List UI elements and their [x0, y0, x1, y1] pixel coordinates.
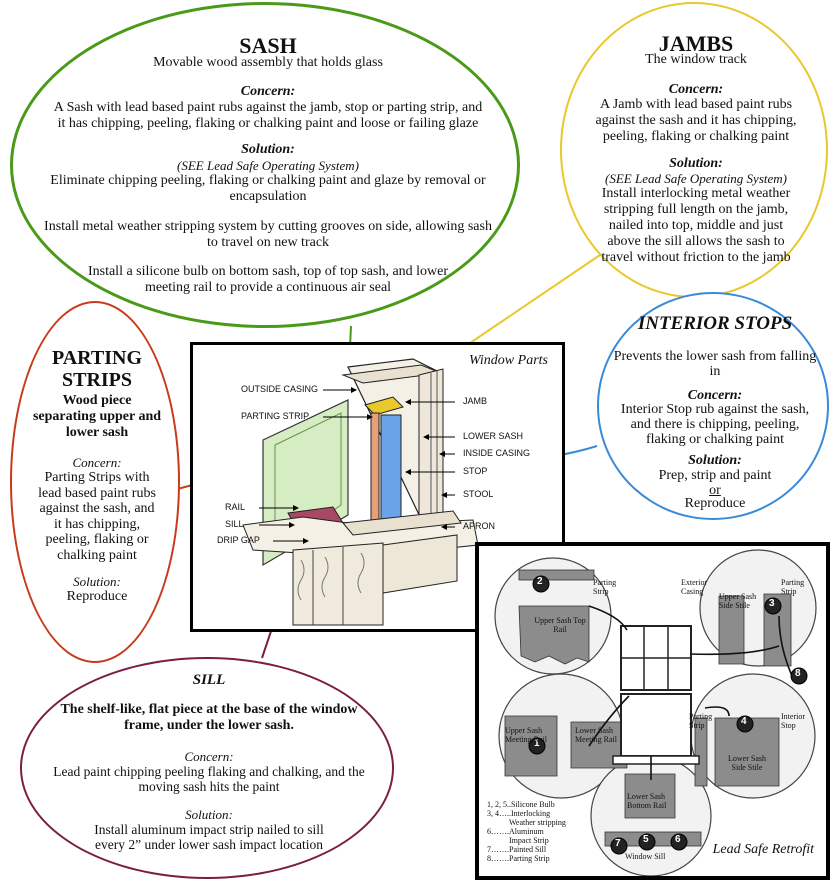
- label-sill: SILL: [225, 519, 244, 529]
- label-window-sill: Window Sill: [625, 852, 666, 861]
- badge-number-4: 4: [741, 716, 747, 727]
- interior-stops-title: INTERIOR STOPS: [637, 313, 793, 334]
- sash-title: SASH: [239, 33, 297, 58]
- jambs-solution-label: Solution:: [669, 156, 723, 171]
- parting-strips-concern-text: Parting Strips with lead based paint rub…: [38, 470, 156, 563]
- retrofit-illustration: [494, 549, 817, 876]
- label-lower-sash-meeting-rail: Lower Sash Meeting Rail: [575, 726, 617, 744]
- label-parting-strip: PARTING STRIP: [241, 411, 310, 421]
- badge-number-8: 8: [795, 668, 801, 679]
- legend-line-2: 3, 4…..Interlocking: [487, 809, 551, 818]
- label-stool: STOOL: [463, 489, 494, 499]
- badge-number-7: 7: [615, 838, 621, 849]
- label-inside-casing: INSIDE CASING: [463, 448, 531, 458]
- jambs-solution-text: Install interlocking metal weather strip…: [601, 186, 791, 265]
- sash-solution-p3: Install a silicone bulb on bottom sash, …: [87, 264, 449, 295]
- retrofit-caption: Lead Safe Retrofit: [712, 842, 814, 857]
- interior-stops-solution-text2: Reproduce: [684, 496, 746, 511]
- interior-stops-subtitle: Prevents the lower sash from falling in: [613, 349, 817, 379]
- label-rail: RAIL: [225, 502, 246, 512]
- label-parting-strip-b: Parting Strip: [781, 578, 805, 596]
- retrofit-legend: 1, 2, 5..Silicone Bulb 3, 4…..Interlocki…: [487, 800, 583, 863]
- label-stop: STOP: [463, 466, 488, 476]
- label-apron: APRON: [463, 521, 496, 531]
- interior-stops-solution-label: Solution:: [688, 453, 742, 468]
- parting-strips-title: PARTING STRIPS: [51, 347, 143, 391]
- sill-concern-text: Lead paint chipping peeling flaking and …: [53, 764, 365, 794]
- legend-line-3: Weather stripping: [509, 818, 566, 827]
- jambs-concern-text: A Jamb with lead based paint rubs agains…: [595, 97, 797, 144]
- label-upper-sash-side-stile: Upper Sash Side Stile: [719, 592, 757, 610]
- jambs-title: JAMBS: [658, 31, 734, 56]
- label-lower-sash: LOWER SASH: [463, 431, 524, 441]
- legend-line-7: 8…….Parting Strip: [487, 854, 550, 863]
- parting-strips-solution-text: Reproduce: [66, 589, 128, 604]
- label-drip-gap: DRIP GAP: [217, 535, 260, 545]
- parting-strips-subtitle: Wood piece separating upper and lower sa…: [32, 393, 162, 440]
- window-parts-caption: Window Parts: [469, 353, 548, 368]
- sash-solution-ref: (SEE Lead Safe Operating System): [177, 158, 359, 173]
- interior-stops-solution-or: or: [709, 483, 721, 498]
- sill-solution-label: Solution:: [185, 807, 233, 822]
- label-lower-sash-side-stile: Lower Sash Side Stile: [728, 754, 766, 772]
- jambs-solution-ref: (SEE Lead Safe Operating System): [605, 171, 787, 186]
- interior-stops-concern-text: Interior Stop rub against the sash, and …: [620, 402, 810, 447]
- label-upper-sash-meeting-rail: Upper Sash Meeting Rail: [505, 726, 547, 744]
- sash-concern-label: Concern:: [240, 84, 296, 99]
- badge-number-2: 2: [537, 576, 543, 587]
- label-parting-strip-c: Parting Strip: [689, 712, 713, 730]
- parting-strips-concern-label: Concern:: [72, 455, 122, 470]
- legend-line-5: Impact Strip: [509, 836, 549, 845]
- window-parts-panel: Window Parts: [190, 342, 565, 632]
- parting-strips-solution-label: Solution:: [73, 574, 121, 589]
- label-exterior-casing: Exterior Casing: [681, 578, 708, 596]
- sash-solution-p2: Install metal weather stripping system b…: [44, 219, 492, 250]
- badge-number-1: 1: [534, 738, 540, 749]
- label-jamb: JAMB: [463, 396, 488, 406]
- badge-number-6: 6: [675, 834, 681, 845]
- sash-solution-p1: Eliminate chipping peeling, flaking or c…: [50, 173, 486, 204]
- interior-stops-callout: INTERIOR STOPS Prevents the lower sash f…: [597, 292, 829, 520]
- jambs-callout: JAMBS The window track Concern: A Jamb w…: [560, 2, 828, 298]
- parting-strips-callout: PARTING STRIPS Wood piece separating upp…: [10, 301, 180, 663]
- sill-subtitle: The shelf-like, flat piece at the base o…: [60, 702, 358, 733]
- legend-line-6: 7…….Painted Sill: [487, 845, 547, 854]
- sill-solution-text: Install aluminum impact strip nailed to …: [94, 822, 324, 852]
- legend-line-4: 6…….Aluminum: [487, 827, 544, 836]
- label-outside-casing: OUTSIDE CASING: [241, 384, 319, 394]
- retrofit-panel: 2 3 1 4 5 6 7 8 Parting Strip Upper Sash…: [475, 542, 830, 880]
- sill-concern-label: Concern:: [184, 749, 234, 764]
- label-interior-stop: Interior Stop: [781, 712, 805, 730]
- interior-stops-solution-text: Prep, strip and paint: [658, 468, 772, 483]
- window-cutaway-illustration: [242, 358, 479, 626]
- legend-line-1: 1, 2, 5..Silicone Bulb: [487, 800, 555, 809]
- sash-subtitle: Movable wood assembly that holds glass: [153, 55, 383, 70]
- sash-solution-label: Solution:: [241, 142, 295, 157]
- badge-number-3: 3: [769, 598, 775, 609]
- badge-number-5: 5: [643, 834, 649, 845]
- jambs-subtitle: The window track: [645, 52, 747, 67]
- jambs-concern-label: Concern:: [668, 82, 724, 97]
- label-upper-sash-top-rail: Upper Sash Top Rail: [534, 616, 586, 634]
- sill-title: SILL: [192, 672, 226, 688]
- interior-stops-concern-label: Concern:: [687, 388, 743, 403]
- sash-callout: SASH Movable wood assembly that holds gl…: [10, 2, 520, 328]
- label-lower-sash-bottom-rail: Lower Sash Bottom Rail: [627, 792, 667, 810]
- sill-callout: SILL The shelf-like, flat piece at the b…: [20, 657, 394, 879]
- sash-concern-text: A Sash with lead based paint rubs agains…: [53, 100, 483, 131]
- label-parting-strip-a: Parting Strip: [593, 578, 617, 596]
